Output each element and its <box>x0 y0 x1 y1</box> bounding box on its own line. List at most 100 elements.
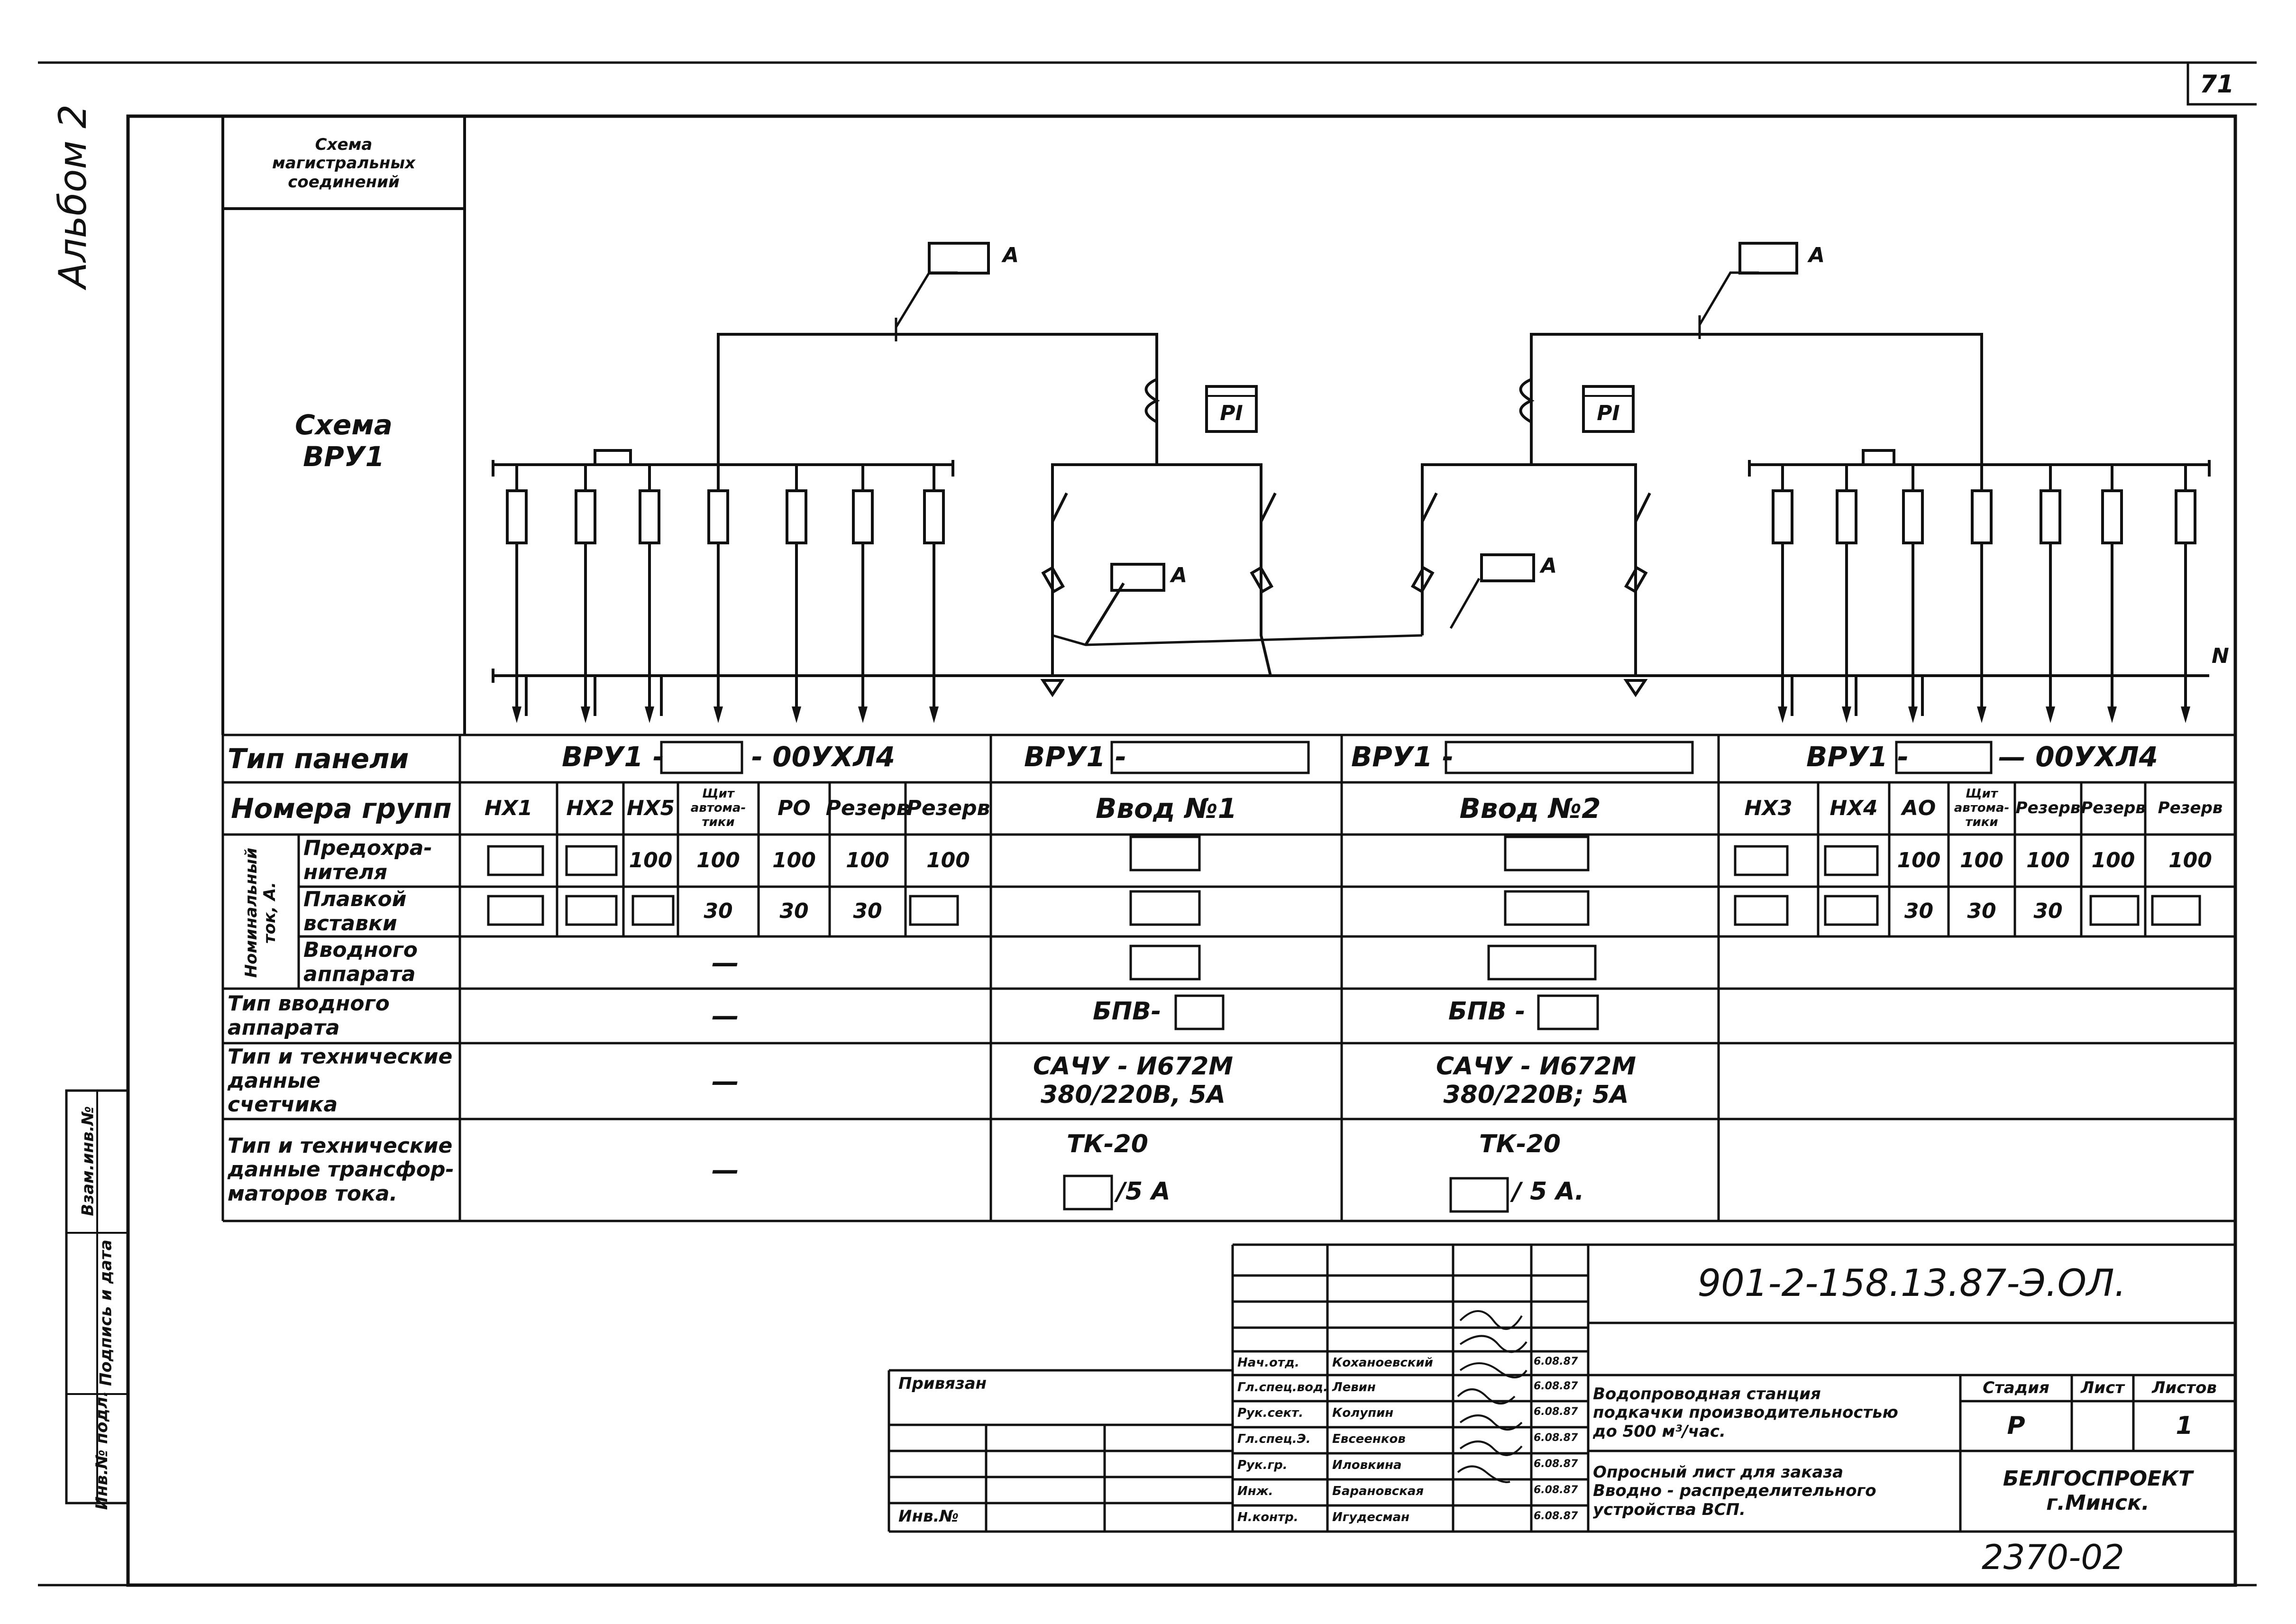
right-group-6: Резерв <box>2081 798 2146 818</box>
panel-type-right-prefix: ВРУ1 - <box>1806 741 1909 773</box>
right-insert-5: 30 <box>2033 899 2063 924</box>
wiring-label: Схема магистральных соединений <box>272 135 416 192</box>
left-fuse-6: 100 <box>846 848 889 872</box>
inv-label: Инв.№ <box>898 1507 959 1526</box>
stage-value: Р <box>2007 1411 2025 1440</box>
date-7: 6.08.87 <box>1534 1510 1578 1522</box>
right-group-1: НХ3 <box>1744 796 1793 820</box>
row-inserts: Плавкой вставки <box>303 887 407 936</box>
left-insert-4: 30 <box>704 899 733 924</box>
side-stamp-replaced-inv: Взам.инв.№ <box>78 1106 98 1216</box>
right-group-5: Резерв <box>2015 798 2081 818</box>
row-input-device: Вводного аппарата <box>303 938 418 986</box>
right-fuse-3: 100 <box>1897 848 1941 872</box>
row-input-device-type: Тип вводного аппарата <box>228 991 390 1040</box>
row-group-numbers: Номера групп <box>231 792 452 825</box>
left-group-2: НХ2 <box>566 796 614 820</box>
row-fuses: Предохра- нителя <box>303 836 432 884</box>
right-group-7: Резерв <box>2158 798 2223 818</box>
row-panel-type: Тип панели <box>228 742 409 775</box>
panel-type-left-prefix: ВРУ1 - <box>562 741 665 773</box>
organization: БЕЛГОСПРОЕКТ г.Минск. <box>2003 1467 2193 1515</box>
right-fuse-6: 100 <box>2091 848 2135 872</box>
date-1: 6.08.87 <box>1534 1356 1578 1367</box>
name-5: Иловкина <box>1332 1458 1402 1472</box>
input2-meter: САЧУ - И672М 380/220В; 5А <box>1436 1052 1637 1109</box>
right-insert-4: 30 <box>1967 899 1996 924</box>
sheets-value: 1 <box>2176 1411 2193 1440</box>
side-stamp-signature-date: Подпись и дата <box>96 1239 116 1386</box>
sheet-value <box>2072 1401 2133 1451</box>
row-meter-type: Тип и технические данные счетчика <box>228 1045 453 1117</box>
left-fuse-5: 100 <box>772 848 816 872</box>
input1-group: Ввод №1 <box>1096 792 1237 825</box>
role-1: Нач.отд. <box>1237 1356 1299 1370</box>
date-2: 6.08.87 <box>1534 1380 1578 1392</box>
name-3: Колупин <box>1332 1406 1394 1420</box>
left-insert-5: 30 <box>779 899 809 924</box>
input1-ct-ratio: /5 А <box>1116 1177 1171 1206</box>
right-fuse-5: 100 <box>2026 848 2070 872</box>
counter-label-1: PI <box>1220 401 1243 426</box>
name-4: Евсеенков <box>1332 1432 1406 1446</box>
name-6: Барановская <box>1332 1484 1424 1498</box>
left-input-device-dash: — <box>712 946 739 979</box>
left-fuse-4: 100 <box>696 848 740 872</box>
role-3: Рук.сект. <box>1237 1406 1304 1420</box>
left-group-1: НХ1 <box>484 796 533 820</box>
panel-type-input2-prefix: ВРУ1 - <box>1351 741 1454 773</box>
date-4: 6.08.87 <box>1534 1432 1578 1444</box>
left-group-3: НХ5 <box>626 796 675 820</box>
left-device-type-dash: — <box>712 1000 739 1032</box>
role-7: Н.контр. <box>1237 1510 1299 1524</box>
ammeter-label-4: A <box>1541 554 1557 578</box>
neutral-terminal-label: N <box>2212 644 2229 668</box>
right-fuse-7: 100 <box>2168 848 2212 872</box>
input2-ct-ratio: / 5 А. <box>1512 1177 1584 1206</box>
sheet-title: Опросный лист для заказа Вводно - распре… <box>1593 1463 1876 1519</box>
left-group-4: Щит автома- тики <box>690 787 746 829</box>
left-meter-dash: — <box>712 1064 739 1097</box>
row-ct-type: Тип и технические данные трансфор- матор… <box>228 1133 454 1206</box>
left-group-6: Резерв <box>825 796 910 820</box>
role-6: Инж. <box>1237 1484 1273 1498</box>
sheet-label: Лист <box>2081 1378 2124 1397</box>
role-4: Гл.спец.Э. <box>1237 1432 1311 1446</box>
input2-device-type: БПВ - <box>1448 997 1526 1026</box>
doc-code: 901-2-158.13.87-Э.ОЛ. <box>1697 1262 2126 1305</box>
name-7: Игудесман <box>1332 1510 1410 1524</box>
right-group-3: АО <box>1902 796 1936 820</box>
right-fuse-4: 100 <box>1960 848 2003 872</box>
name-1: Коханоевский <box>1332 1356 1433 1370</box>
archive-number: 2370-02 <box>1982 1537 2124 1577</box>
ammeter-label-1: A <box>1003 243 1019 267</box>
left-group-7: Резерв <box>906 796 990 820</box>
input2-ct: ТК-20 <box>1479 1130 1561 1158</box>
date-3: 6.08.87 <box>1534 1406 1578 1418</box>
left-insert-6: 30 <box>853 899 882 924</box>
name-2: Левин <box>1332 1380 1376 1395</box>
left-fuse-3: 100 <box>629 848 673 872</box>
stage-label: Стадия <box>1983 1378 2049 1397</box>
sheets-label: Листов <box>2152 1378 2217 1397</box>
page-number: 71 <box>2200 70 2234 99</box>
input2-group: Ввод №2 <box>1459 792 1601 825</box>
right-group-4: Щит автома- тики <box>1954 787 2010 829</box>
album-label: Альбом 2 <box>50 104 95 288</box>
left-group-5: РО <box>778 796 811 820</box>
right-group-2: НХ4 <box>1829 796 1878 820</box>
row-nominal-current: Номинальный ток, А. <box>241 847 279 978</box>
left-fuse-7: 100 <box>926 848 970 872</box>
right-insert-3: 30 <box>1904 899 1934 924</box>
ammeter-label-3: A <box>1171 563 1188 587</box>
role-5: Рук.гр. <box>1237 1458 1288 1472</box>
date-5: 6.08.87 <box>1534 1458 1578 1470</box>
binding-label: Привязан <box>898 1374 987 1393</box>
side-stamp-inv-original: Инв.№ подл. <box>92 1391 111 1510</box>
counter-label-2: PI <box>1597 401 1620 426</box>
schema-label: Схема ВРУ1 <box>295 409 393 473</box>
role-2: Гл.спец.вод. <box>1237 1380 1328 1395</box>
input1-meter: САЧУ - И672М 380/220В, 5А <box>1033 1052 1234 1109</box>
